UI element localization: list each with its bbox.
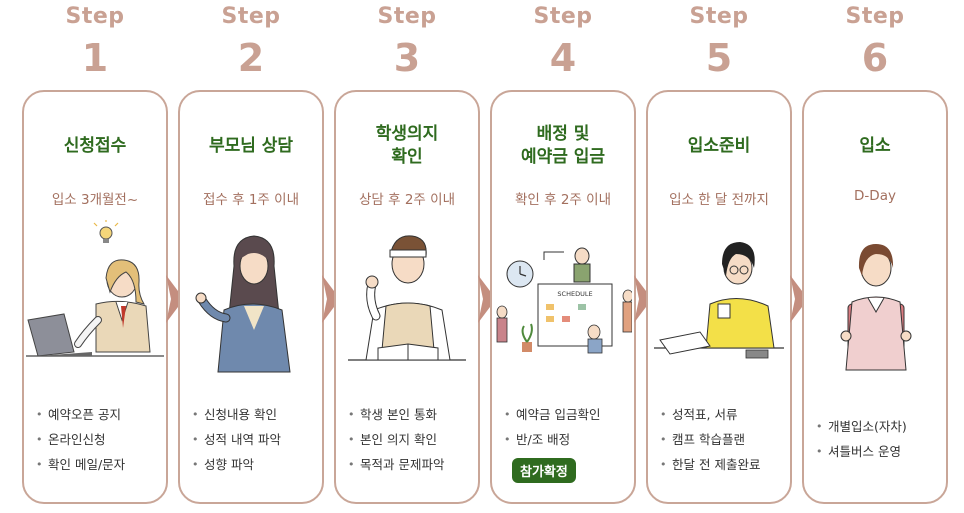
step-number: 1 xyxy=(81,36,109,80)
list-item: 캠프 학습플랜 xyxy=(658,427,786,452)
list-item: 개별입소(자차) xyxy=(814,414,942,439)
list-item: 반/조 배정 xyxy=(502,427,630,452)
confirmed-badge: 참가확정 xyxy=(512,458,576,483)
step-items: 개별입소(자차) 셔틀버스 운영 xyxy=(814,414,942,464)
step-label: Step xyxy=(845,4,905,29)
arrow-right-icon xyxy=(478,275,496,323)
step-card: 입소 D-Day 개별입소(자차) 셔틀버스 운영 xyxy=(802,90,948,504)
step-timing: 입소 한 달 전까지 xyxy=(669,192,769,208)
step-timing: 확인 후 2주 이내 xyxy=(515,192,611,208)
list-item: 성향 파악 xyxy=(190,452,318,477)
clock-icon xyxy=(506,260,534,288)
list-item: 성적 내역 파악 xyxy=(190,427,318,452)
list-item: 예약오픈 공지 xyxy=(34,402,162,427)
step-number: 3 xyxy=(393,36,421,80)
arrow-right-icon xyxy=(322,275,340,323)
step-number: 5 xyxy=(705,36,733,80)
list-item: 목적과 문제파악 xyxy=(346,452,474,477)
step-items: 예약금 입금확인 반/조 배정 xyxy=(502,402,630,452)
step-label: Step xyxy=(65,4,125,29)
step-card: 학생의지 확인 상담 후 2주 이내 학생 본인 통화 본인 의지 확인 목적과… xyxy=(334,90,480,504)
list-item: 셔틀버스 운영 xyxy=(814,439,942,464)
step-title: 학생의지 확인 xyxy=(375,124,439,167)
step-label: Step xyxy=(533,4,593,29)
list-item: 학생 본인 통화 xyxy=(346,402,474,427)
step-items: 예약오픈 공지 온라인신청 확인 메일/문자 xyxy=(34,402,162,477)
step-title: 신청접수 xyxy=(63,135,127,156)
list-item: 온라인신청 xyxy=(34,427,162,452)
list-item: 본인 의지 확인 xyxy=(346,427,474,452)
illustration-woman-laptop xyxy=(26,220,164,357)
list-item: 신청내용 확인 xyxy=(190,402,318,427)
illustration-student-headband xyxy=(348,235,466,361)
step-title: 부모님 상담 xyxy=(208,135,294,156)
step-number: 6 xyxy=(861,36,889,80)
step-card: 신청접수 입소 3개월전~ xyxy=(22,90,168,504)
step-title: 배정 및 예약금 입금 xyxy=(520,124,606,167)
list-item: 확인 메일/문자 xyxy=(34,452,162,477)
step-label: Step xyxy=(689,4,749,29)
step-items: 학생 본인 통화 본인 의지 확인 목적과 문제파악 xyxy=(346,402,474,477)
illustration-schedule-board: SCHEDULE xyxy=(496,247,632,354)
step-timing: 입소 3개월전~ xyxy=(51,192,139,208)
step-timing: 접수 후 1주 이내 xyxy=(203,192,299,208)
step-card: 배정 및 예약금 입금 확인 후 2주 이내 SCHEDULE xyxy=(490,90,636,504)
coffee-mug-icon xyxy=(717,303,731,319)
arrow-right-icon xyxy=(634,275,652,323)
step-title: 입소준비 xyxy=(687,135,751,156)
arrow-right-icon xyxy=(790,275,808,323)
lightbulb-icon xyxy=(93,220,119,243)
list-item: 성적표, 서류 xyxy=(658,402,786,427)
list-item: 한달 전 제출완료 xyxy=(658,452,786,477)
step-title: 입소 xyxy=(859,135,891,156)
step-timing: 상담 후 2주 이내 xyxy=(359,192,455,208)
step-card: 부모님 상담 접수 후 1주 이내 신청내용 확인 성적 내역 파악 성향 파악 xyxy=(178,90,324,504)
schedule-board-label: SCHEDULE xyxy=(557,290,592,298)
list-item: 예약금 입금확인 xyxy=(502,402,630,427)
step-label: Step xyxy=(221,4,281,29)
illustration-student-backpack xyxy=(840,244,912,371)
step-timing: D-Day xyxy=(854,188,896,204)
step-number: 4 xyxy=(549,36,577,80)
step-label: Step xyxy=(377,4,437,29)
illustration-woman-coffee xyxy=(654,242,784,359)
arrow-right-icon xyxy=(166,275,184,323)
step-items: 신청내용 확인 성적 내역 파악 성향 파악 xyxy=(190,402,318,477)
step-number: 2 xyxy=(237,36,265,80)
illustration-mother xyxy=(195,235,291,373)
step-items: 성적표, 서류 캠프 학습플랜 한달 전 제출완료 xyxy=(658,402,786,477)
step-card: 입소준비 입소 한 달 전까지 성적표, 서류 캠프 학습플랜 한달 전 제출완… xyxy=(646,90,792,504)
